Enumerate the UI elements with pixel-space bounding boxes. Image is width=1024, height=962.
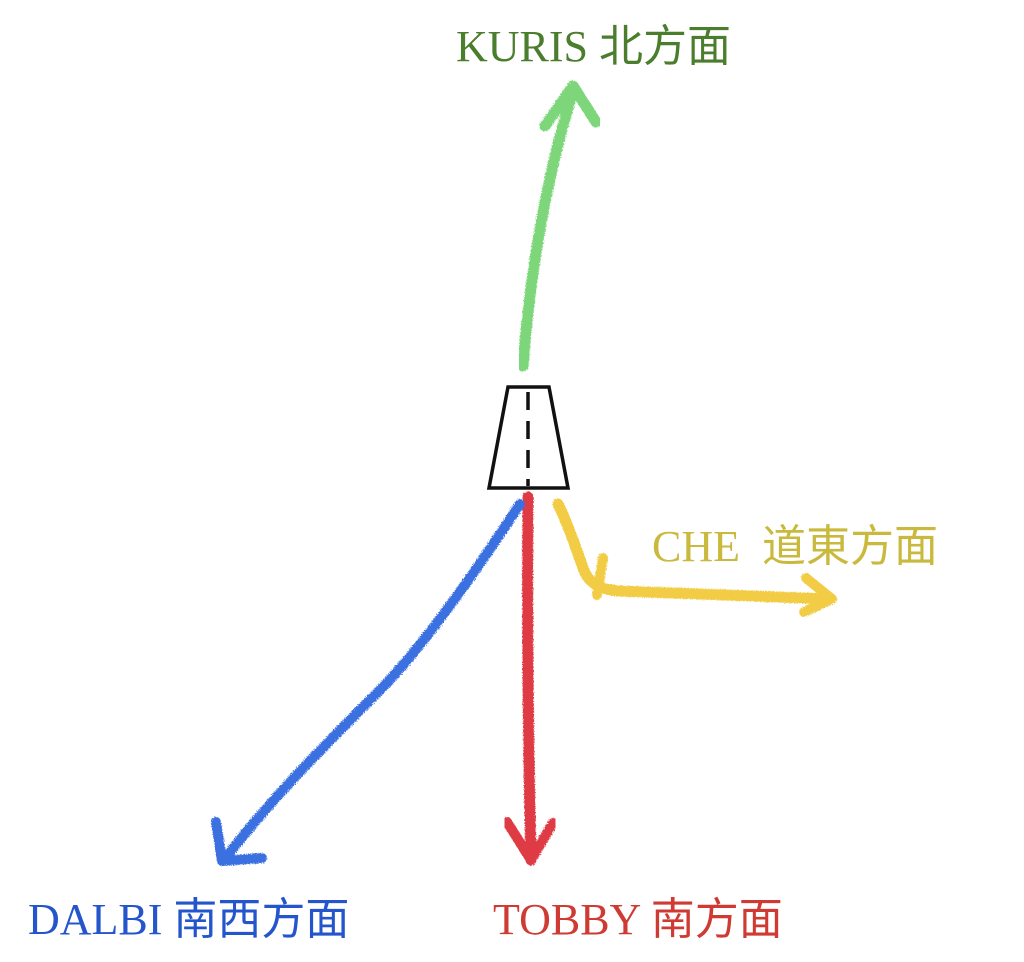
east-arrow bbox=[552, 498, 837, 617]
east-label: CHE 道東方面 bbox=[652, 522, 938, 571]
east-arrow-tick bbox=[592, 553, 608, 600]
southwest-arrow-head bbox=[211, 817, 267, 866]
south-arrow-head bbox=[502, 817, 558, 865]
north-label: KURIS 北方面 bbox=[456, 22, 731, 71]
southwest-label: DALBI 南西方面 bbox=[28, 895, 349, 944]
east-arrow-shaft bbox=[552, 498, 836, 605]
north-arrow-shaft bbox=[517, 86, 579, 372]
north-arrow-head bbox=[539, 80, 602, 132]
south-arrow bbox=[502, 491, 558, 866]
south-arrow-shaft bbox=[522, 491, 537, 866]
east-arrow-head bbox=[799, 573, 837, 617]
southwest-arrow bbox=[211, 499, 525, 866]
north-arrow bbox=[517, 80, 602, 372]
south-label: TOBBY 南方面 bbox=[493, 895, 783, 944]
road-icon bbox=[486, 385, 571, 490]
southwest-arrow-shaft bbox=[219, 499, 525, 865]
